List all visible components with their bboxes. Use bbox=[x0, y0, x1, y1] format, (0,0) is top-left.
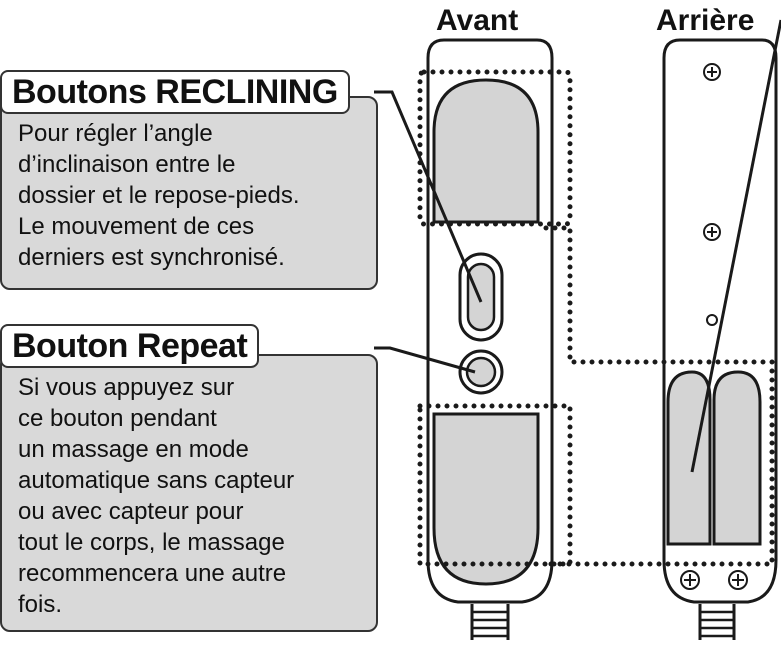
back-label: Arrière bbox=[656, 4, 755, 37]
repeat-callout: Si vous appuyez sur ce bouton pendant un… bbox=[0, 354, 378, 632]
repeat-description: Si vous appuyez sur ce bouton pendant un… bbox=[18, 374, 295, 618]
front-cable-connector bbox=[470, 604, 510, 640]
screw-icons bbox=[680, 63, 748, 590]
reclining-up-button bbox=[432, 78, 540, 224]
repeat-title: Bouton Repeat bbox=[0, 324, 260, 368]
back-pad-right bbox=[712, 370, 762, 546]
back-pad-left bbox=[666, 370, 712, 546]
front-label: Avant bbox=[436, 4, 519, 37]
reclining-leader-line bbox=[374, 90, 483, 303]
back-cable-connector bbox=[698, 604, 736, 640]
repeat-leader-line bbox=[374, 346, 476, 374]
front-top-highlight bbox=[417, 69, 573, 227]
reclining-callout: Pour régler l’angle d’inclinaison entre … bbox=[0, 96, 378, 290]
back-leader-line bbox=[690, 19, 781, 473]
reclining-down-button bbox=[432, 412, 540, 586]
reclining-title: Boutons RECLINING bbox=[0, 70, 350, 114]
connector-highlight bbox=[543, 225, 775, 567]
reclining-description: Pour régler l’angle d’inclinaison entre … bbox=[18, 120, 300, 271]
